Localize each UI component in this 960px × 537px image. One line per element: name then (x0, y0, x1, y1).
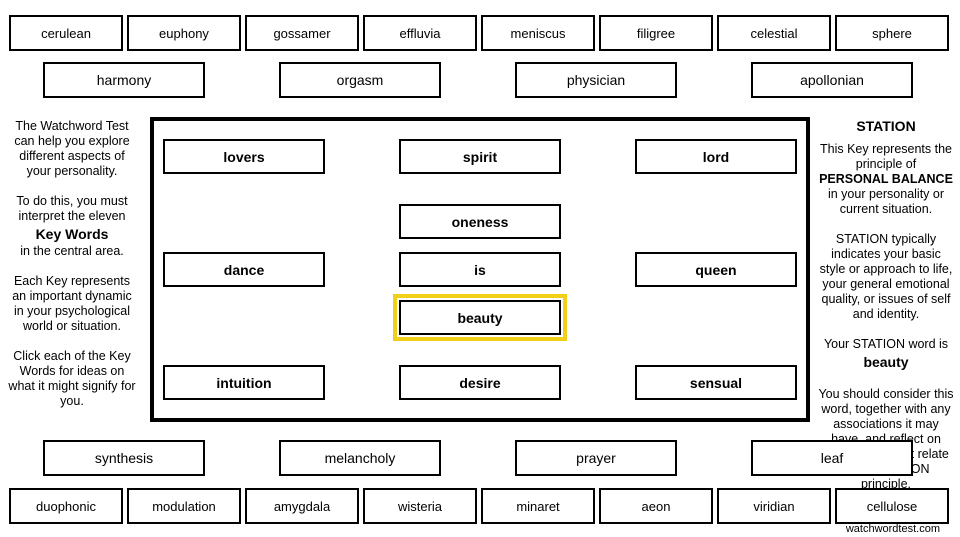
each-key-text: Each Key represents an important dynamic… (12, 274, 132, 333)
key-desire[interactable]: desire (399, 365, 561, 400)
personal-balance-label: PERSONAL BALANCE (819, 172, 953, 186)
station-principle-a: This Key represents the principle of (819, 142, 952, 171)
key-lovers[interactable]: lovers (163, 139, 325, 174)
key-lord[interactable]: lord (635, 139, 797, 174)
station-word-label: Your STATION word is (823, 337, 949, 351)
word-euphony[interactable]: euphony (127, 15, 241, 51)
station-principle-c: in your personality or current situation… (827, 187, 945, 216)
right-station-panel: STATION This Key represents the principl… (818, 116, 954, 507)
intro-text: The Watchword Test can help you explore … (14, 119, 130, 178)
word-amygdala[interactable]: amygdala (245, 488, 359, 524)
word-celestial[interactable]: celestial (717, 15, 831, 51)
station-title: STATION (856, 118, 916, 134)
word-cellulose[interactable]: cellulose (835, 488, 949, 524)
click-keys-text: Click each of the Key Words for ideas on… (8, 349, 136, 408)
word-harmony[interactable]: harmony (43, 62, 205, 98)
word-prayer[interactable]: prayer (515, 440, 677, 476)
word-apollonian[interactable]: apollonian (751, 62, 913, 98)
key-dance[interactable]: dance (163, 252, 325, 287)
key-words-board (150, 117, 810, 422)
interpret-text: To do this, you must interpret the eleve… (6, 194, 138, 259)
word-filigree[interactable]: filigree (599, 15, 713, 51)
word-meniscus[interactable]: meniscus (481, 15, 595, 51)
key-queen[interactable]: queen (635, 252, 797, 287)
word-melancholy[interactable]: melancholy (279, 440, 441, 476)
key-spirit[interactable]: spirit (399, 139, 561, 174)
interpret-text-a: To do this, you must interpret the eleve… (16, 194, 128, 223)
key-is[interactable]: is (399, 252, 561, 287)
left-instructions-panel: The Watchword Test can help you explore … (6, 119, 138, 424)
key-oneness[interactable]: oneness (399, 204, 561, 239)
word-synthesis[interactable]: synthesis (43, 440, 205, 476)
station-word-text: Your STATION word is beauty (818, 337, 954, 372)
word-aeon[interactable]: aeon (599, 488, 713, 524)
word-minaret[interactable]: minaret (481, 488, 595, 524)
interpret-text-c: in the central area. (20, 244, 124, 258)
station-description: STATION typically indicates your basic s… (819, 232, 953, 321)
word-leaf[interactable]: leaf (751, 440, 913, 476)
word-wisteria[interactable]: wisteria (363, 488, 477, 524)
word-sphere[interactable]: sphere (835, 15, 949, 51)
key-words-heading: Key Words (35, 226, 109, 242)
station-word-value: beauty (863, 354, 909, 370)
key-intuition[interactable]: intuition (163, 365, 325, 400)
key-sensual[interactable]: sensual (635, 365, 797, 400)
word-cerulean[interactable]: cerulean (9, 15, 123, 51)
word-modulation[interactable]: modulation (127, 488, 241, 524)
word-orgasm[interactable]: orgasm (279, 62, 441, 98)
key-beauty-selected[interactable]: beauty (399, 300, 561, 335)
word-duophonic[interactable]: duophonic (9, 488, 123, 524)
word-gossamer[interactable]: gossamer (245, 15, 359, 51)
station-principle-text: This Key represents the principle of PER… (818, 142, 954, 217)
word-viridian[interactable]: viridian (717, 488, 831, 524)
word-effluvia[interactable]: effluvia (363, 15, 477, 51)
word-physician[interactable]: physician (515, 62, 677, 98)
site-footer-link[interactable]: watchwordtest.com (845, 523, 940, 535)
